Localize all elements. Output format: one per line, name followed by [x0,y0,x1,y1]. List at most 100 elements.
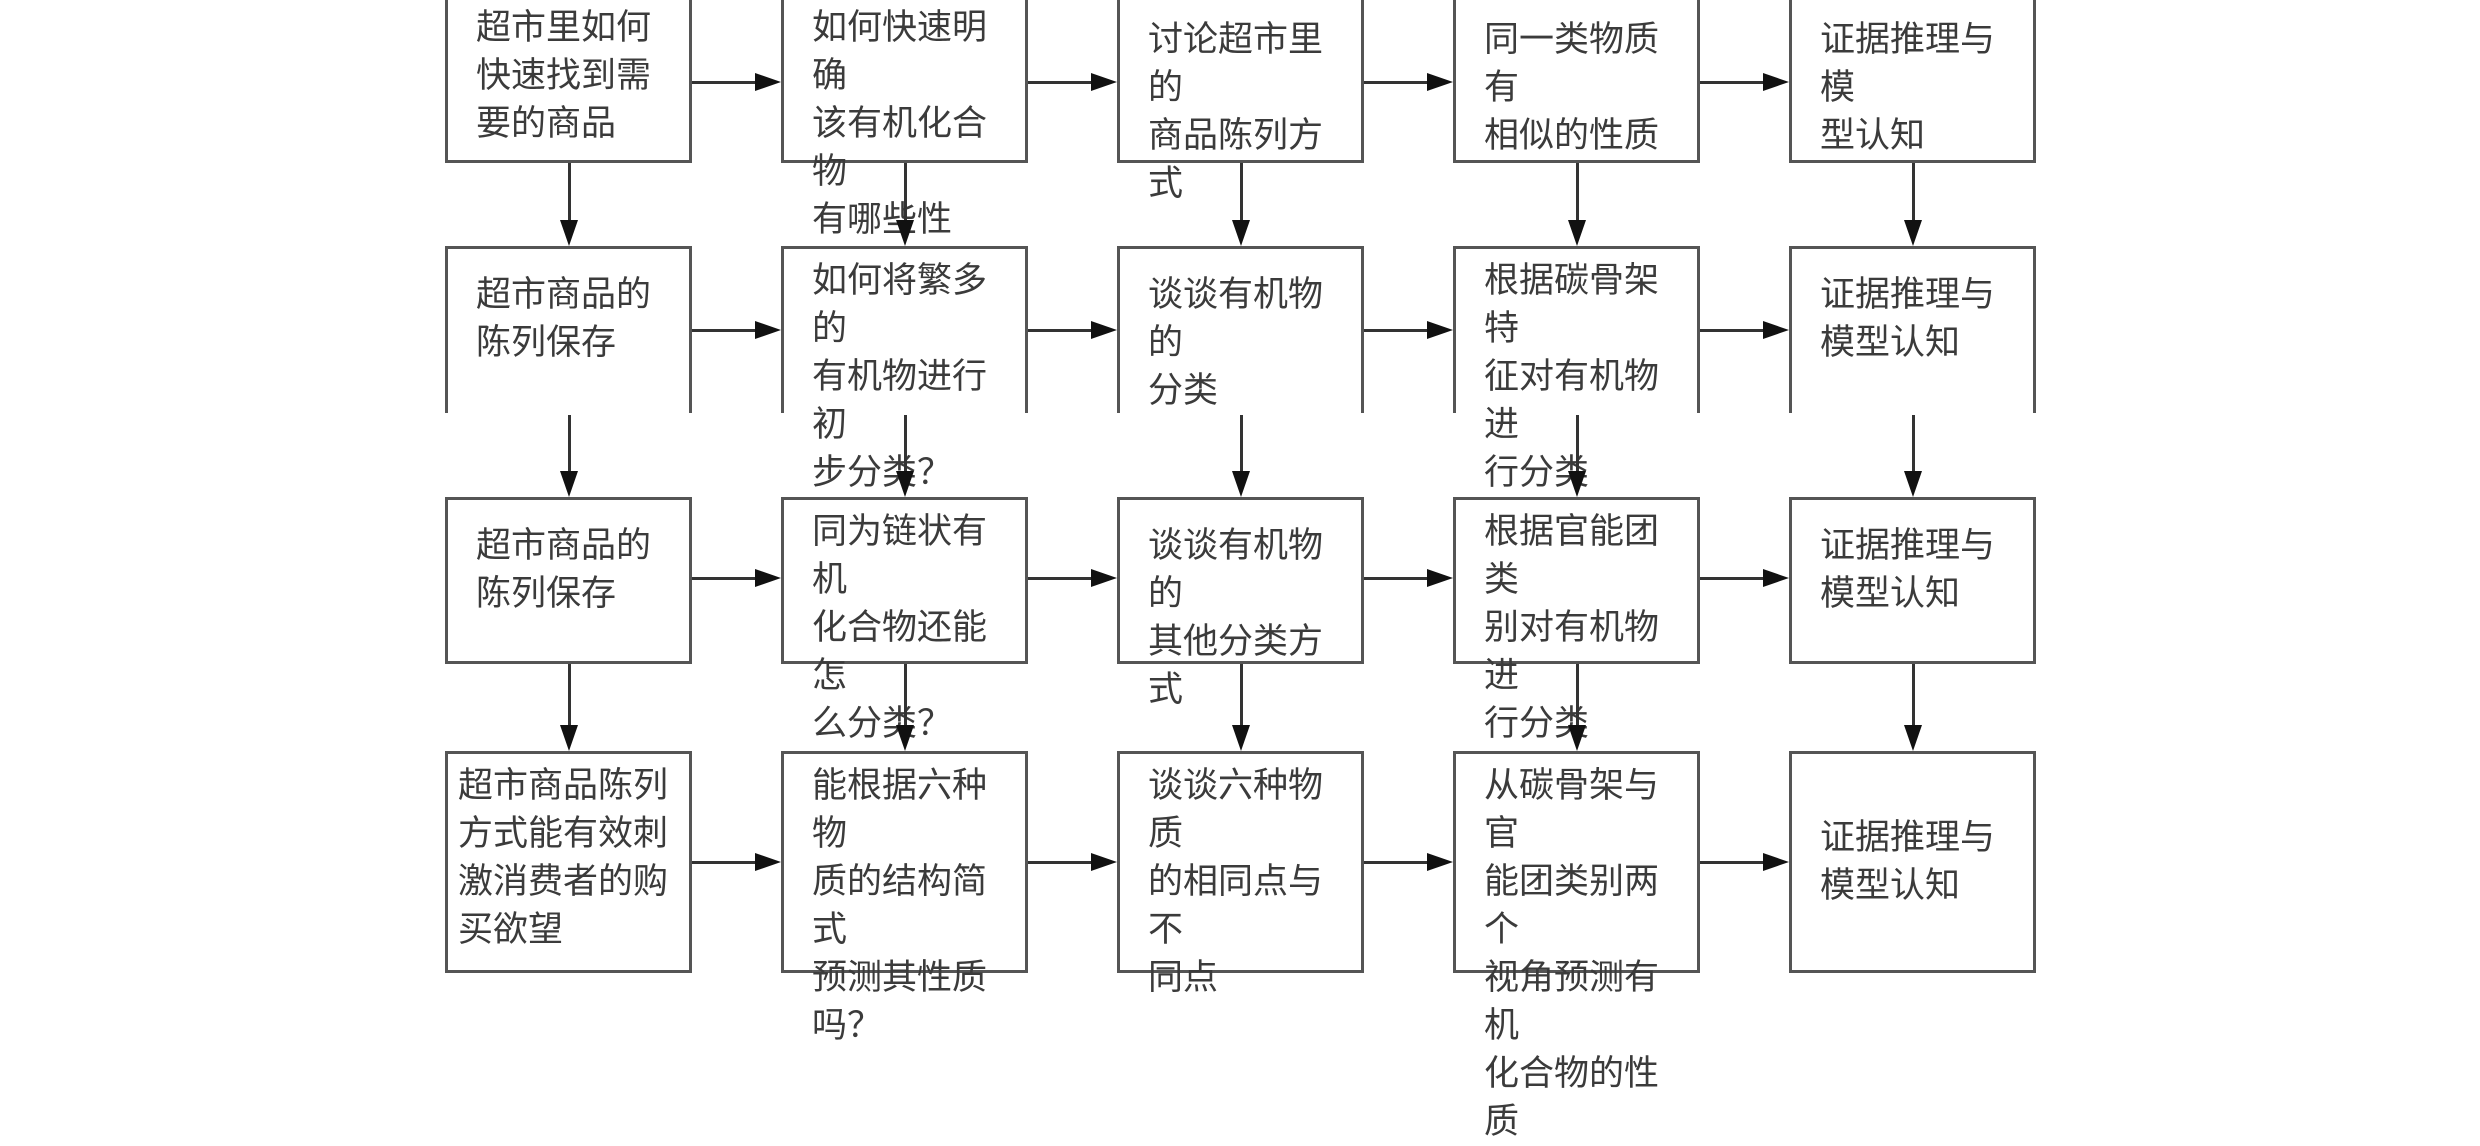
arrow-down-head-icon [1568,220,1586,246]
arrow-right-head-icon [1763,853,1789,871]
flow-box-text: 同一类物质有 相似的性质 [1484,20,1660,156]
arrow-right-head-icon [1427,853,1453,871]
flow-box: 谈谈六种物质 的相同点与不 同点 [1117,751,1364,998]
arrow-right-head-icon [755,853,781,871]
arrow-right-head-icon [1427,321,1453,339]
arrow-right-line [692,577,757,580]
flow-box-text: 能根据六种物 质的结构简式 预测其性质吗？ [812,766,988,1046]
flow-box: 能根据六种物 质的结构简式 预测其性质吗？ [781,751,1028,1046]
arrow-down-head-icon [896,471,914,497]
arrow-right-line [1700,861,1765,864]
flow-box-text: 证据推理与 模型认知 [1820,526,1996,614]
flow-box: 同一类物质有 相似的性质 [1453,0,1700,163]
arrow-right-line [1700,81,1765,84]
arrow-right-head-icon [1763,73,1789,91]
arrow-down-line [1912,664,1915,727]
arrow-down-line [904,664,907,727]
arrow-down-line [1576,664,1579,727]
arrow-right-head-icon [755,321,781,339]
arrow-down-head-icon [1232,725,1250,751]
flow-box: 讨论超市里的 商品陈列方式 [1117,0,1364,204]
arrow-down-line [1576,163,1579,222]
flow-box-text: 超市里如何 快速找到需 要的商品 [476,8,652,144]
arrow-down-head-icon [560,220,578,246]
arrow-down-head-icon [896,220,914,246]
arrow-down-head-icon [1904,220,1922,246]
arrow-right-line [1028,329,1093,332]
arrow-right-head-icon [1091,321,1117,339]
flow-box: 根据碳骨架特 征对有机物进 行分类 [1453,246,1700,493]
flow-box: 证据推理与 模型认知 [1789,497,2036,664]
flow-box-text: 谈谈六种物质 的相同点与不 同点 [1148,766,1324,998]
flow-box: 超市商品陈列 方式能有效刺 激消费者的购 买欲望 [445,751,692,973]
arrow-right-line [1364,577,1429,580]
flow-box-text: 证据推理与 模型认知 [1820,818,1996,906]
arrow-down-line [568,415,571,473]
arrow-down-head-icon [1568,725,1586,751]
flow-box-text: 如何将繁多的 有机物进行初 步分类？ [812,261,988,493]
arrow-down-line [1912,163,1915,222]
flow-box: 超市里如何 快速找到需 要的商品 [445,0,692,163]
arrow-right-head-icon [755,73,781,91]
arrow-down-line [1240,664,1243,727]
arrow-down-line [568,163,571,222]
arrow-right-line [1700,329,1765,332]
arrow-right-head-icon [1091,853,1117,871]
flow-box: 谈谈有机物的 其他分类方式 [1117,497,1364,710]
arrow-right-head-icon [1427,73,1453,91]
flow-box-text: 超市商品的 陈列保存 [476,275,652,363]
arrow-right-line [1364,861,1429,864]
flow-box-text: 同为链状有机 化合物还能怎 么分类？ [812,512,988,744]
flow-box-text: 超市商品的 陈列保存 [476,526,652,614]
flow-box-text: 谈谈有机物的 分类 [1148,275,1324,411]
flow-box-text: 根据官能团类 别对有机物进 行分类 [1484,512,1660,744]
flow-box: 证据推理与模 型认知 [1789,0,2036,163]
flow-box-text: 根据碳骨架特 征对有机物进 行分类 [1484,261,1660,493]
arrow-down-head-icon [560,471,578,497]
flow-box-text: 超市商品陈列 方式能有效刺 激消费者的购 买欲望 [458,766,669,950]
flow-box-text: 讨论超市里的 商品陈列方式 [1148,20,1324,204]
flow-box: 如何快速明确 该有机化合物 有哪些性质？ [781,0,1028,288]
arrow-down-line [904,163,907,222]
flow-box-text: 证据推理与模 型认知 [1820,20,1996,156]
arrow-right-line [692,81,757,84]
arrow-down-head-icon [560,725,578,751]
arrow-right-line [692,861,757,864]
flow-box-text: 证据推理与 模型认知 [1820,275,1996,363]
arrow-down-head-icon [1904,725,1922,751]
flow-box-text: 谈谈有机物的 其他分类方式 [1148,526,1324,710]
arrow-down-line [904,415,907,473]
arrow-right-line [692,329,757,332]
arrow-right-line [1364,329,1429,332]
arrow-down-line [1240,163,1243,222]
flow-box: 证据推理与 模型认知 [1789,246,2036,413]
flow-box: 超市商品的 陈列保存 [445,246,692,413]
arrow-down-head-icon [1904,471,1922,497]
arrow-down-head-icon [1568,471,1586,497]
flow-box: 证据推理与 模型认知 [1789,751,2036,973]
arrow-down-line [1576,415,1579,473]
arrow-right-head-icon [1763,321,1789,339]
arrow-down-line [1240,415,1243,473]
flow-box: 超市商品的 陈列保存 [445,497,692,664]
flow-box: 谈谈有机物的 分类 [1117,246,1364,413]
arrow-right-head-icon [1427,569,1453,587]
arrow-down-head-icon [1232,471,1250,497]
arrow-right-line [1028,81,1093,84]
arrow-down-head-icon [1232,220,1250,246]
arrow-right-line [1028,577,1093,580]
flow-box-text: 从碳骨架与官 能团类别两个 视角预测有机 化合物的性质 [1484,766,1660,1142]
flow-box: 如何将繁多的 有机物进行初 步分类？ [781,246,1028,493]
arrow-right-line [1700,577,1765,580]
arrow-right-line [1028,861,1093,864]
flow-box: 从碳骨架与官 能团类别两个 视角预测有机 化合物的性质 [1453,751,1700,1142]
flow-box: 同为链状有机 化合物还能怎 么分类？ [781,497,1028,744]
arrow-right-head-icon [755,569,781,587]
arrow-down-line [1912,415,1915,473]
arrow-down-head-icon [896,725,914,751]
arrow-right-head-icon [1763,569,1789,587]
flow-box: 根据官能团类 别对有机物进 行分类 [1453,497,1700,744]
arrow-right-head-icon [1091,569,1117,587]
arrow-down-line [568,664,571,727]
arrow-right-head-icon [1091,73,1117,91]
